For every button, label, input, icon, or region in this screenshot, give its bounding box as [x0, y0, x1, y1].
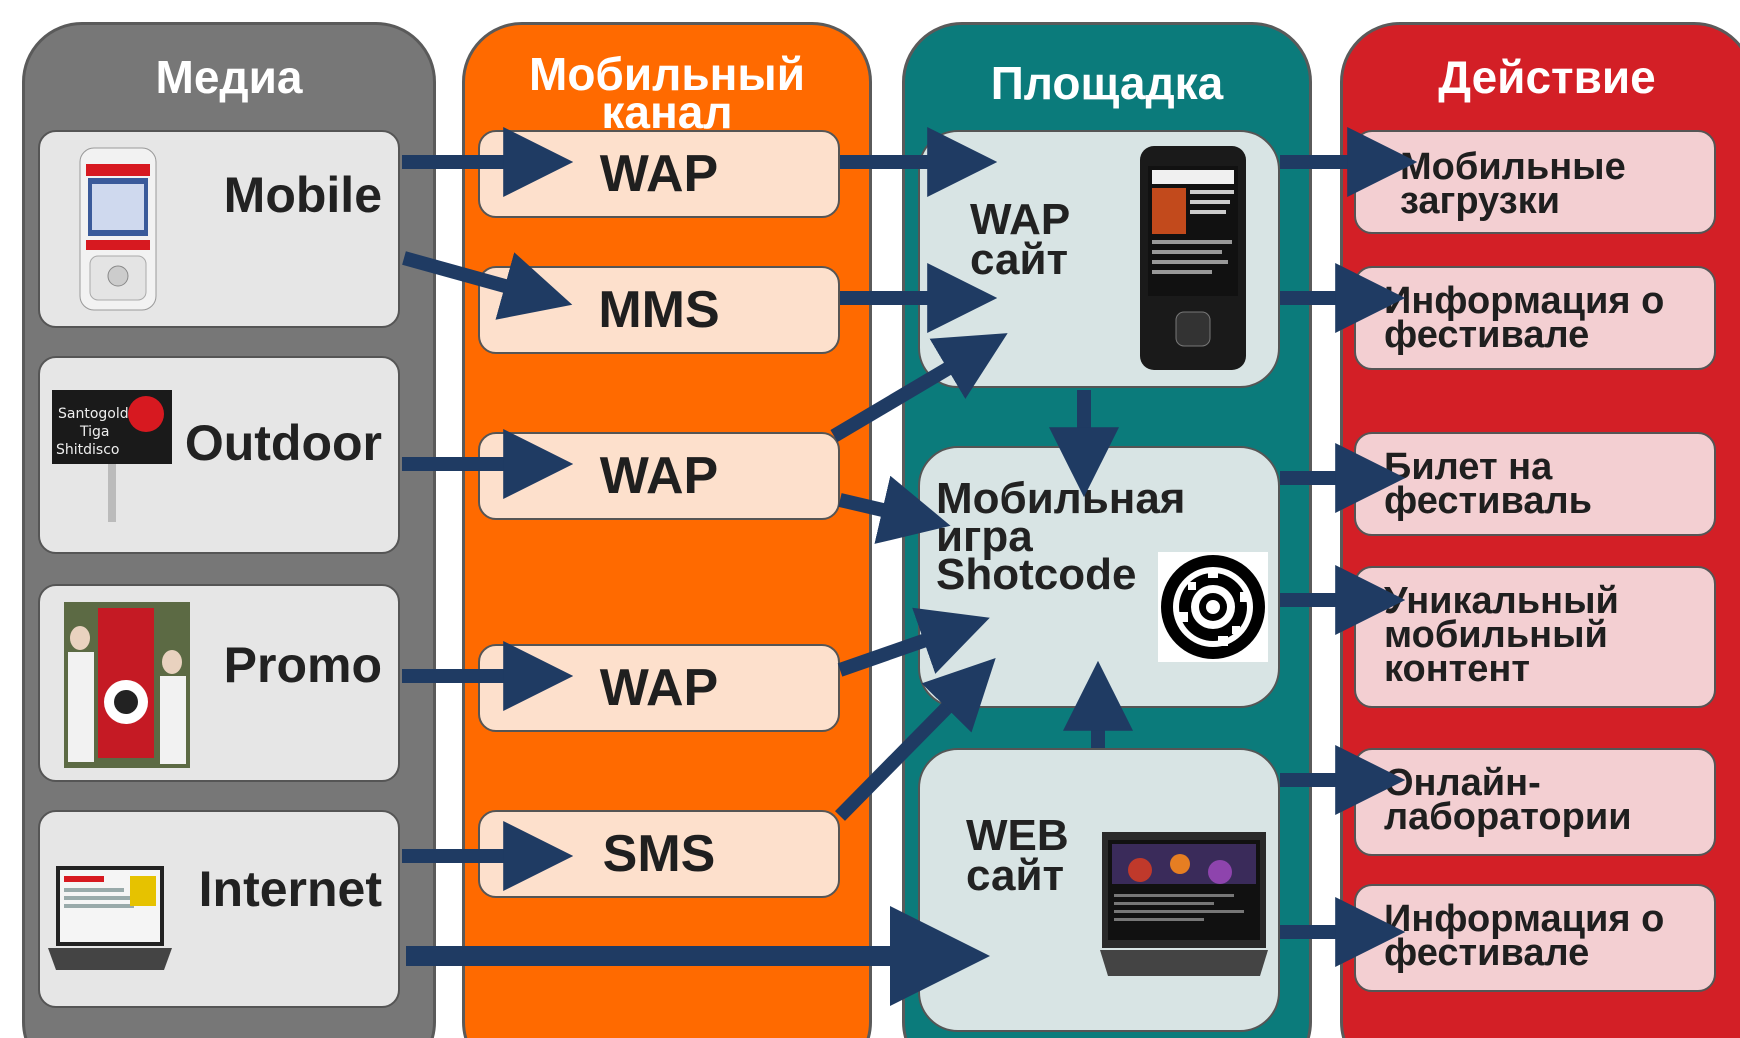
arrow-wap2-to-game — [838, 475, 951, 544]
billboard-text-2: Tiga — [79, 424, 109, 440]
billboard-image: Santogold Tiga Shitdisco — [52, 390, 172, 522]
platform-game-line2: игра — [936, 512, 1033, 561]
laptop-image — [48, 866, 172, 970]
shotcode-image — [1158, 552, 1268, 662]
action-text-mobile-downloads: Мобильные загрузки — [1400, 146, 1626, 222]
arrow-sms-to-game — [835, 658, 996, 821]
action-1-line2: фестивале — [1384, 314, 1590, 356]
channel-column-title: Мобильный канал — [465, 48, 869, 138]
smartphone-image — [1140, 146, 1246, 370]
action-4-line1: Онлайн- — [1384, 762, 1541, 804]
action-0-line1: Мобильные — [1400, 146, 1626, 188]
action-column-title: Действие — [1438, 51, 1656, 103]
media-box-internet: Internet — [38, 810, 400, 1008]
platform-label-web-site: WEB сайт — [966, 811, 1069, 900]
media-label-promo: Promo — [223, 637, 382, 693]
action-1-line1: Информация о — [1384, 280, 1665, 322]
media-column-title: Медиа — [155, 51, 303, 103]
action-text-festival-info-2: Информация о фестивале — [1384, 898, 1665, 974]
platform-wap-line1: WAP — [970, 195, 1071, 244]
platform-web-line1: WEB — [966, 811, 1069, 860]
action-box-festival-info-1: Информация о фестивале — [1354, 266, 1716, 370]
platform-game-line3: Shotcode — [936, 550, 1137, 599]
media-label-outdoor: Outdoor — [184, 415, 382, 471]
platform-column-title: Площадка — [990, 57, 1224, 109]
billboard-text-3: Shitdisco — [56, 442, 119, 458]
action-4-line2: лаборатории — [1384, 796, 1632, 838]
arrow-wap2-to-wapsite — [830, 333, 1008, 443]
media-label-internet: Internet — [198, 861, 382, 917]
platform-box-web-site: WEB сайт — [918, 748, 1280, 1032]
action-5-line2: фестивале — [1384, 932, 1590, 974]
channel-title-line1: Мобильный — [529, 48, 805, 100]
action-text-unique-content: Уникальный мобильный контент — [1384, 580, 1619, 690]
phone-image — [79, 147, 157, 311]
action-text-festival-info-1: Информация о фестивале — [1384, 280, 1665, 356]
action-3-line1: Уникальный — [1384, 580, 1619, 622]
action-0-line2: загрузки — [1400, 180, 1560, 222]
action-text-online-labs: Онлайн- лаборатории — [1384, 762, 1632, 838]
arrow-wap3-to-game — [837, 607, 990, 677]
channel-box-wap-1: WAP — [478, 130, 840, 218]
media-box-promo: Promo — [38, 584, 400, 782]
platform-web-line2: сайт — [966, 851, 1065, 900]
media-box-mobile: Mobile — [38, 130, 400, 328]
action-box-festival-info-2: Информация о фестивале — [1354, 884, 1716, 992]
action-text-festival-ticket: Билет на фестиваль — [1384, 446, 1592, 522]
action-3-line2: мобильный — [1384, 614, 1608, 656]
laptop-image — [1100, 832, 1268, 976]
action-5-line1: Информация о — [1384, 898, 1665, 940]
platform-label-mobile-game: Мобильная игра Shotcode — [936, 477, 1185, 599]
promo-stand-image — [64, 602, 190, 768]
action-2-line2: фестиваль — [1384, 480, 1592, 522]
arrow-mobile-to-mms — [402, 251, 573, 320]
action-3-line3: контент — [1384, 648, 1530, 690]
billboard-text-1: Santogold — [58, 406, 129, 422]
channel-title-line2: канал — [601, 86, 733, 138]
action-box-unique-content: Уникальный мобильный контент — [1354, 566, 1716, 708]
media-box-outdoor: Santogold Tiga Shitdisco Outdoor — [38, 356, 400, 554]
action-box-online-labs: Онлайн- лаборатории — [1354, 748, 1716, 856]
media-label-mobile: Mobile — [223, 167, 382, 223]
action-2-line1: Билет на — [1384, 446, 1553, 488]
